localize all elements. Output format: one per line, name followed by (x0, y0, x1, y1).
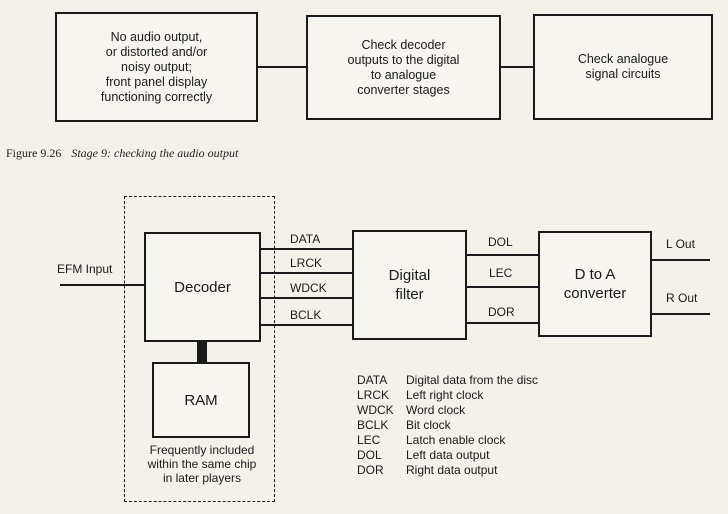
flowchart-box-symptom: No audio output, or distorted and/or noi… (55, 12, 258, 122)
signal-line-dol (467, 254, 538, 256)
signal-line-lrck (261, 272, 352, 274)
signal-label-bclk: BCLK (290, 308, 322, 322)
signal-label-dol: DOL (488, 235, 513, 249)
digital-filter-block: Digital filter (352, 230, 467, 340)
decoder-label: Decoder (174, 278, 231, 296)
output-label-left: L Out (666, 237, 695, 251)
flow-connector-1 (258, 66, 306, 68)
signal-label-dor: DOR (488, 305, 515, 319)
ram-label: RAM (184, 391, 218, 409)
symptom-text: No audio output, or distorted and/or noi… (100, 29, 213, 104)
decoder-ram-link (197, 342, 207, 362)
check-decoder-text: Check decoder outputs to the digital to … (347, 37, 460, 97)
signal-label-lec: LEC (489, 266, 513, 280)
output-label-right: R Out (666, 291, 698, 305)
signal-line-wdck (261, 297, 352, 299)
chip-boundary-dashed (124, 196, 275, 502)
dac-label: D to A converter (563, 266, 627, 302)
signal-line-lec (467, 286, 538, 288)
efm-input-label: EFM Input (57, 262, 113, 276)
efm-input-line (60, 284, 144, 286)
signal-label-data: DATA (290, 232, 321, 246)
decoder-block: Decoder (144, 232, 261, 342)
signal-line-dor (467, 322, 538, 324)
ram-block: RAM (152, 362, 250, 438)
output-line-left (652, 259, 710, 261)
flow-connector-2 (501, 66, 533, 68)
figure-caption: Figure 9.26 Stage 9: checking the audio o… (6, 146, 238, 161)
figure-title: Stage 9: checking the audio output (71, 146, 239, 160)
digital-filter-label: Digital filter (388, 267, 431, 303)
figure-number: Figure 9.26 (6, 146, 62, 160)
signal-label-wdck: WDCK (290, 281, 327, 295)
ram-note: Frequently included within the same chip… (147, 443, 257, 485)
flowchart-box-check-decoder: Check decoder outputs to the digital to … (306, 15, 501, 120)
check-analogue-text: Check analogue signal circuits (577, 52, 669, 81)
dac-block: D to A converter (538, 231, 652, 337)
signal-line-bclk (261, 324, 352, 326)
signal-line-data (261, 248, 352, 250)
output-line-right (652, 313, 710, 315)
flowchart-box-check-analogue: Check analogue signal circuits (533, 14, 713, 120)
signal-label-lrck: LRCK (290, 256, 323, 270)
